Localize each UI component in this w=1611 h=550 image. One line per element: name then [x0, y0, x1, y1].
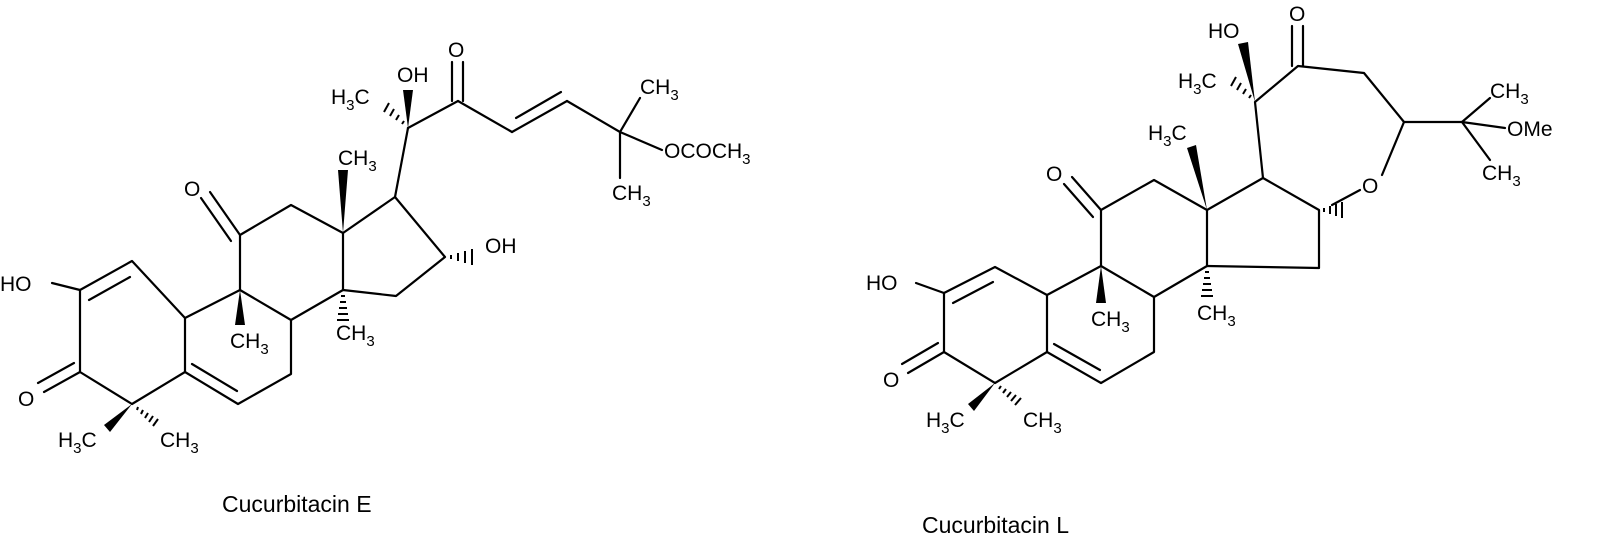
- methyl-label: CH3: [336, 322, 375, 350]
- methyl-label: H3C: [331, 86, 370, 114]
- ketone-oxygen-label: O: [448, 39, 464, 62]
- stereo-bonds: [104, 90, 473, 432]
- methyl-label: H3C: [926, 409, 965, 437]
- hydroxyl-label: OH: [485, 235, 517, 258]
- ketone-oxygen-label: O: [18, 388, 34, 411]
- skeleton-bonds: [900, 24, 1507, 385]
- structure-caption: Cucurbitacin E: [222, 491, 372, 517]
- hydroxyl-label: OH: [397, 64, 429, 87]
- methyl-label: CH3: [1091, 308, 1130, 336]
- stereo-bonds: [968, 42, 1343, 411]
- ketone-oxygen-label: O: [1289, 3, 1305, 26]
- hydroxyl-label: HO: [1208, 20, 1240, 43]
- methyl-label: CH3: [1023, 409, 1062, 437]
- atom-labels: HO O O CH3 CH3 H3C H3C CH3 HO H3C O O CH…: [866, 3, 1553, 437]
- methyl-label: H3C: [58, 429, 97, 457]
- methyl-label: CH3: [1197, 302, 1236, 330]
- hydroxyl-label: HO: [866, 272, 898, 295]
- structure-cucurbitacin-l: HO O O CH3 CH3 H3C H3C CH3 HO H3C O O CH…: [866, 3, 1553, 538]
- structure-cucurbitacin-e: HO O O CH3 CH3 CH3 OH H3C CH3 OH H3C O C…: [0, 39, 751, 517]
- methyl-label: CH3: [160, 429, 199, 457]
- skeleton-bonds: [36, 60, 664, 406]
- ketone-oxygen-label: O: [1046, 163, 1062, 186]
- methyl-label: CH3: [612, 182, 651, 210]
- hydroxyl-label: HO: [0, 273, 32, 296]
- methyl-label: CH3: [640, 76, 679, 104]
- methyl-label: H3C: [1178, 70, 1217, 98]
- ketone-oxygen-label: O: [883, 369, 899, 392]
- methyl-label: CH3: [1490, 80, 1529, 108]
- ketone-oxygen-label: O: [184, 178, 200, 201]
- methyl-label: CH3: [1482, 162, 1521, 190]
- methyl-label: CH3: [230, 330, 269, 358]
- structure-caption: Cucurbitacin L: [922, 512, 1069, 538]
- methoxy-label: OMe: [1507, 118, 1553, 141]
- ring-oxygen-label: O: [1362, 175, 1378, 198]
- acetoxy-label: OCOCH3: [664, 140, 751, 168]
- methyl-label: H3C: [1148, 122, 1187, 150]
